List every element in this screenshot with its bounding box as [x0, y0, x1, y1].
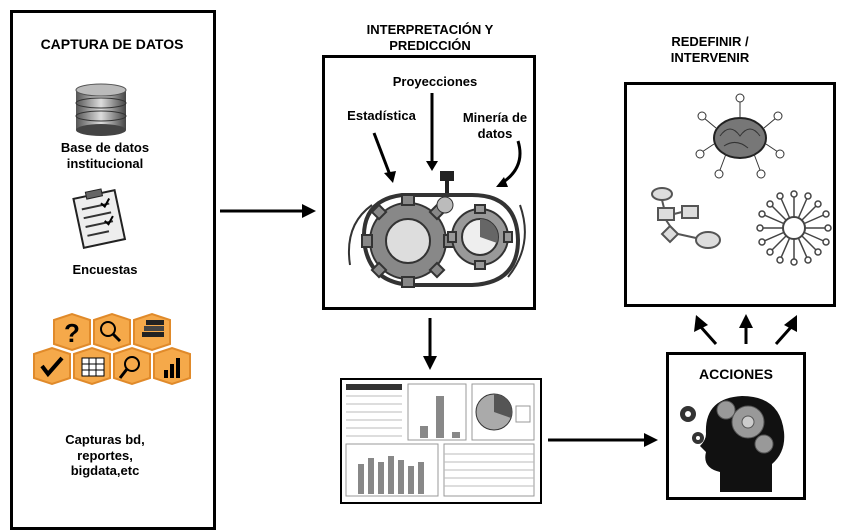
- database-label-line2: institucional: [66, 155, 144, 171]
- database-label: Base de datos institucional: [30, 140, 180, 171]
- interpretation-title: INTERPRETACIÓN Y PREDICCIÓN: [330, 22, 530, 53]
- clipboard-icon: [72, 188, 127, 249]
- surveys-label: Encuestas: [72, 262, 138, 277]
- brain-network-icon: [695, 93, 785, 179]
- connector-arrows: [220, 204, 797, 447]
- database-label-line1: Base de datos: [60, 140, 150, 155]
- actions-title: ACCIONES: [699, 366, 773, 382]
- redefine-title-line2: INTERVENIR: [670, 49, 750, 65]
- gears-icon: [348, 93, 526, 288]
- mineria-label-line1: Minería de: [462, 110, 528, 125]
- dashboard-report-icon: [345, 383, 535, 497]
- captures-label-line3: bigdata,etc: [70, 463, 140, 479]
- interpretation-title-line2: PREDICCIÓN: [389, 37, 471, 53]
- proyecciones-label: Proyecciones: [392, 74, 478, 89]
- hub-network-icon: [756, 190, 832, 266]
- database-icon: [75, 83, 127, 136]
- hexagon-tools-icon: ?: [33, 312, 191, 386]
- mineria-label-line2: datos: [477, 125, 513, 141]
- estadistica-label: Estadística: [347, 108, 416, 123]
- captures-label-line1: Capturas bd,: [65, 432, 145, 447]
- captures-label: Capturas bd, reportes, bigdata,etc: [30, 432, 180, 479]
- redefine-title-line1: REDEFINIR /: [671, 34, 749, 49]
- svg-text:?: ?: [64, 318, 80, 348]
- mineria-label: Minería de datos: [456, 110, 534, 141]
- captures-label-line2: reportes,: [77, 447, 133, 463]
- interpretation-title-line1: INTERPRETACIÓN Y: [366, 22, 494, 37]
- flowchart-icon: [651, 187, 721, 249]
- redefine-title: REDEFINIR / INTERVENIR: [640, 34, 780, 65]
- head-gears-icon: [680, 396, 785, 492]
- capture-title: CAPTURA DE DATOS: [40, 36, 184, 52]
